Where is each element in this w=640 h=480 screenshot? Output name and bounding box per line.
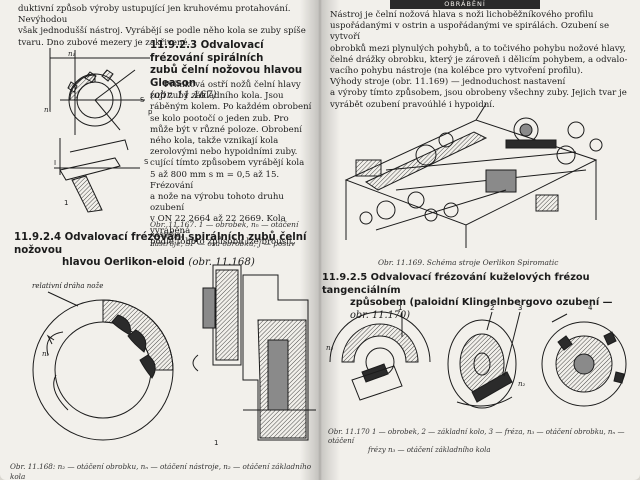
figure-ref: (obr. 11.168) [188,257,255,268]
text-line: Výhody stroje (obr. 11.169) — jednoducho… [330,77,566,88]
fig-label-n2b: n₂ [518,380,526,388]
fig-label-2: 2 [490,304,494,312]
right-intro: Nástroj je čelní nožová hlava s noži lic… [330,10,630,111]
caption-11-170: Obr. 11.170 1 — obrobek, 2 — základní ko… [328,428,628,455]
text-line: zerolovými nebo hypoidními zuby. [150,147,298,158]
text-line: Nástroj je čelní nožová hlava s noži lic… [330,10,594,20]
heading-line: 11.9.2.3 Odvalovací frézování spirálních [150,40,264,64]
caption-11-169: Obr. 11.169. Schéma stroje Oerlikon Spir… [378,258,559,267]
figure-11-168: relativní dráha nože n₂ 1 [32,264,316,447]
fig-label-s: S [140,96,145,104]
figure-11-167: nₙ n₁ S p S I 1 [44,48,153,213]
fig-label-1: 1 [214,439,218,447]
text-line: vacího pohybu nástroje (na kolébce pro v… [330,66,583,77]
figure-ref: obr. 11.170) [350,309,411,321]
text-line: může být v různé poloze. Obrobení [150,124,303,135]
fig-label-3: 3 [518,304,522,312]
text-line: ráběným kolem. Po každém obrobení [150,102,312,113]
caption-line: frézy n₃ — otáčení základního kola [368,446,491,454]
caption-line: Obr. 11.167. 1 — obrobek, nₙ — otáčení n… [150,220,299,239]
text-line: Přímková ostří nožů čelní hlavy [164,80,301,90]
fig-label-i: I [54,159,56,167]
fig-label-n2: n₂ [326,344,334,352]
fig-label-s2: S [144,158,149,166]
fig-label-nn: nₙ [44,106,52,114]
text-line: cující tímto způsobem vyrábějí kola [150,158,305,169]
fig-label-p: p [148,108,153,116]
right-page: OBRÁBĚNÍ Nástroj je čelní nožová hlava s… [318,0,640,480]
caption-line: Obr. 11.170 1 — obrobek, 2 — základní ko… [328,428,625,445]
caption-11-167: Obr. 11.167. 1 — obrobek, nₙ — otáčení n… [150,220,320,249]
text-line: ného kola, takže vznikají kola [150,136,279,147]
text-line: se kolo pootočí o jeden zub. Pro [150,113,289,124]
section-heading-11-9-2-4: 11.9.2.4 Odvalovací frézování spirálních… [14,232,314,270]
text-line: čelné drážky obrobku, který je zároveň i… [330,54,628,65]
heading-line: zubů čelní nožovou hlavou Gleason [150,65,303,89]
text-line: obrobků mezi plynulých pohybů, a to toči… [330,43,627,54]
text-line: duktivní způsob výroby ustupující jen kr… [18,4,291,26]
section-heading-11-9-2-5: 11.9.2.5 Odvalovací frézování kuželových… [322,272,634,322]
heading-line: 11.9.2.4 Odvalovací frézování spirálních… [14,232,307,256]
heading-line: 11.9.2.5 Odvalovací frézování kuželových… [322,272,590,296]
left-intro: duktivní způsob výroby ustupující jen kr… [18,4,308,49]
fig-label-relative-path: relativní dráha nože [32,282,103,290]
section-body-11-9-2-3: Přímková ostří nožů čelní hlavy zují zub… [150,80,320,248]
section-heading-11-9-2-3: 11.9.2.3 Odvalovací frézování spirálních… [150,40,320,103]
text-line: uspořádanými v ostrin a uspořádanými ve … [330,21,610,43]
text-line: a nože na výrobu tohoto druhu ozubení [150,192,284,214]
text-line: však jednodušší nástroj. Vyrábějí se pod… [18,26,306,37]
fig-label-1: 1 [398,304,402,312]
text-line: v ON 22 2664 až 22 2669. Kola vyráběná [150,214,286,236]
figure-ref: (obr. 11.167) [150,90,217,101]
running-head: OBRÁBĚNÍ [390,0,540,9]
fig-label-n1: n₁ [68,50,76,58]
text-line: zují zuby základního kola. Jsou [150,91,284,102]
figure-11-170: 1 n₂ 2 3 n₂ 4 [326,304,627,409]
fig-label-n2: n₂ [42,350,50,358]
text-line: vyrábět ozubení pravoúhlé i hypoidní. [330,99,495,110]
caption-11-168: Obr. 11.168: n₂ — otáčení obrobku, nₙ — … [10,462,312,480]
left-page: duktivní způsob výroby ustupující jen kr… [0,0,322,480]
fig-label-1: 1 [64,199,68,207]
text-line: 5 až 800 mm s m = 0,5 až 15. Frézování [150,169,280,191]
text-line: podle tohoto způsobu lze brousit. [150,236,296,247]
text-line: a výroby tímto způsobem, jsou obrobeny v… [330,88,627,99]
heading-line: hlavou Oerlikon-eloid [62,257,185,268]
text-line: tvaru. Dno zubové mezery je zakřivené. [18,37,191,48]
fig-label-4: 4 [588,304,593,312]
figure-11-169 [344,103,603,248]
caption-line: nástroje, SP — osa obrobku, Ĵ — posuv [150,239,296,249]
heading-line: způsobem (paloidní Klingelnbergovo ozube… [350,297,613,308]
